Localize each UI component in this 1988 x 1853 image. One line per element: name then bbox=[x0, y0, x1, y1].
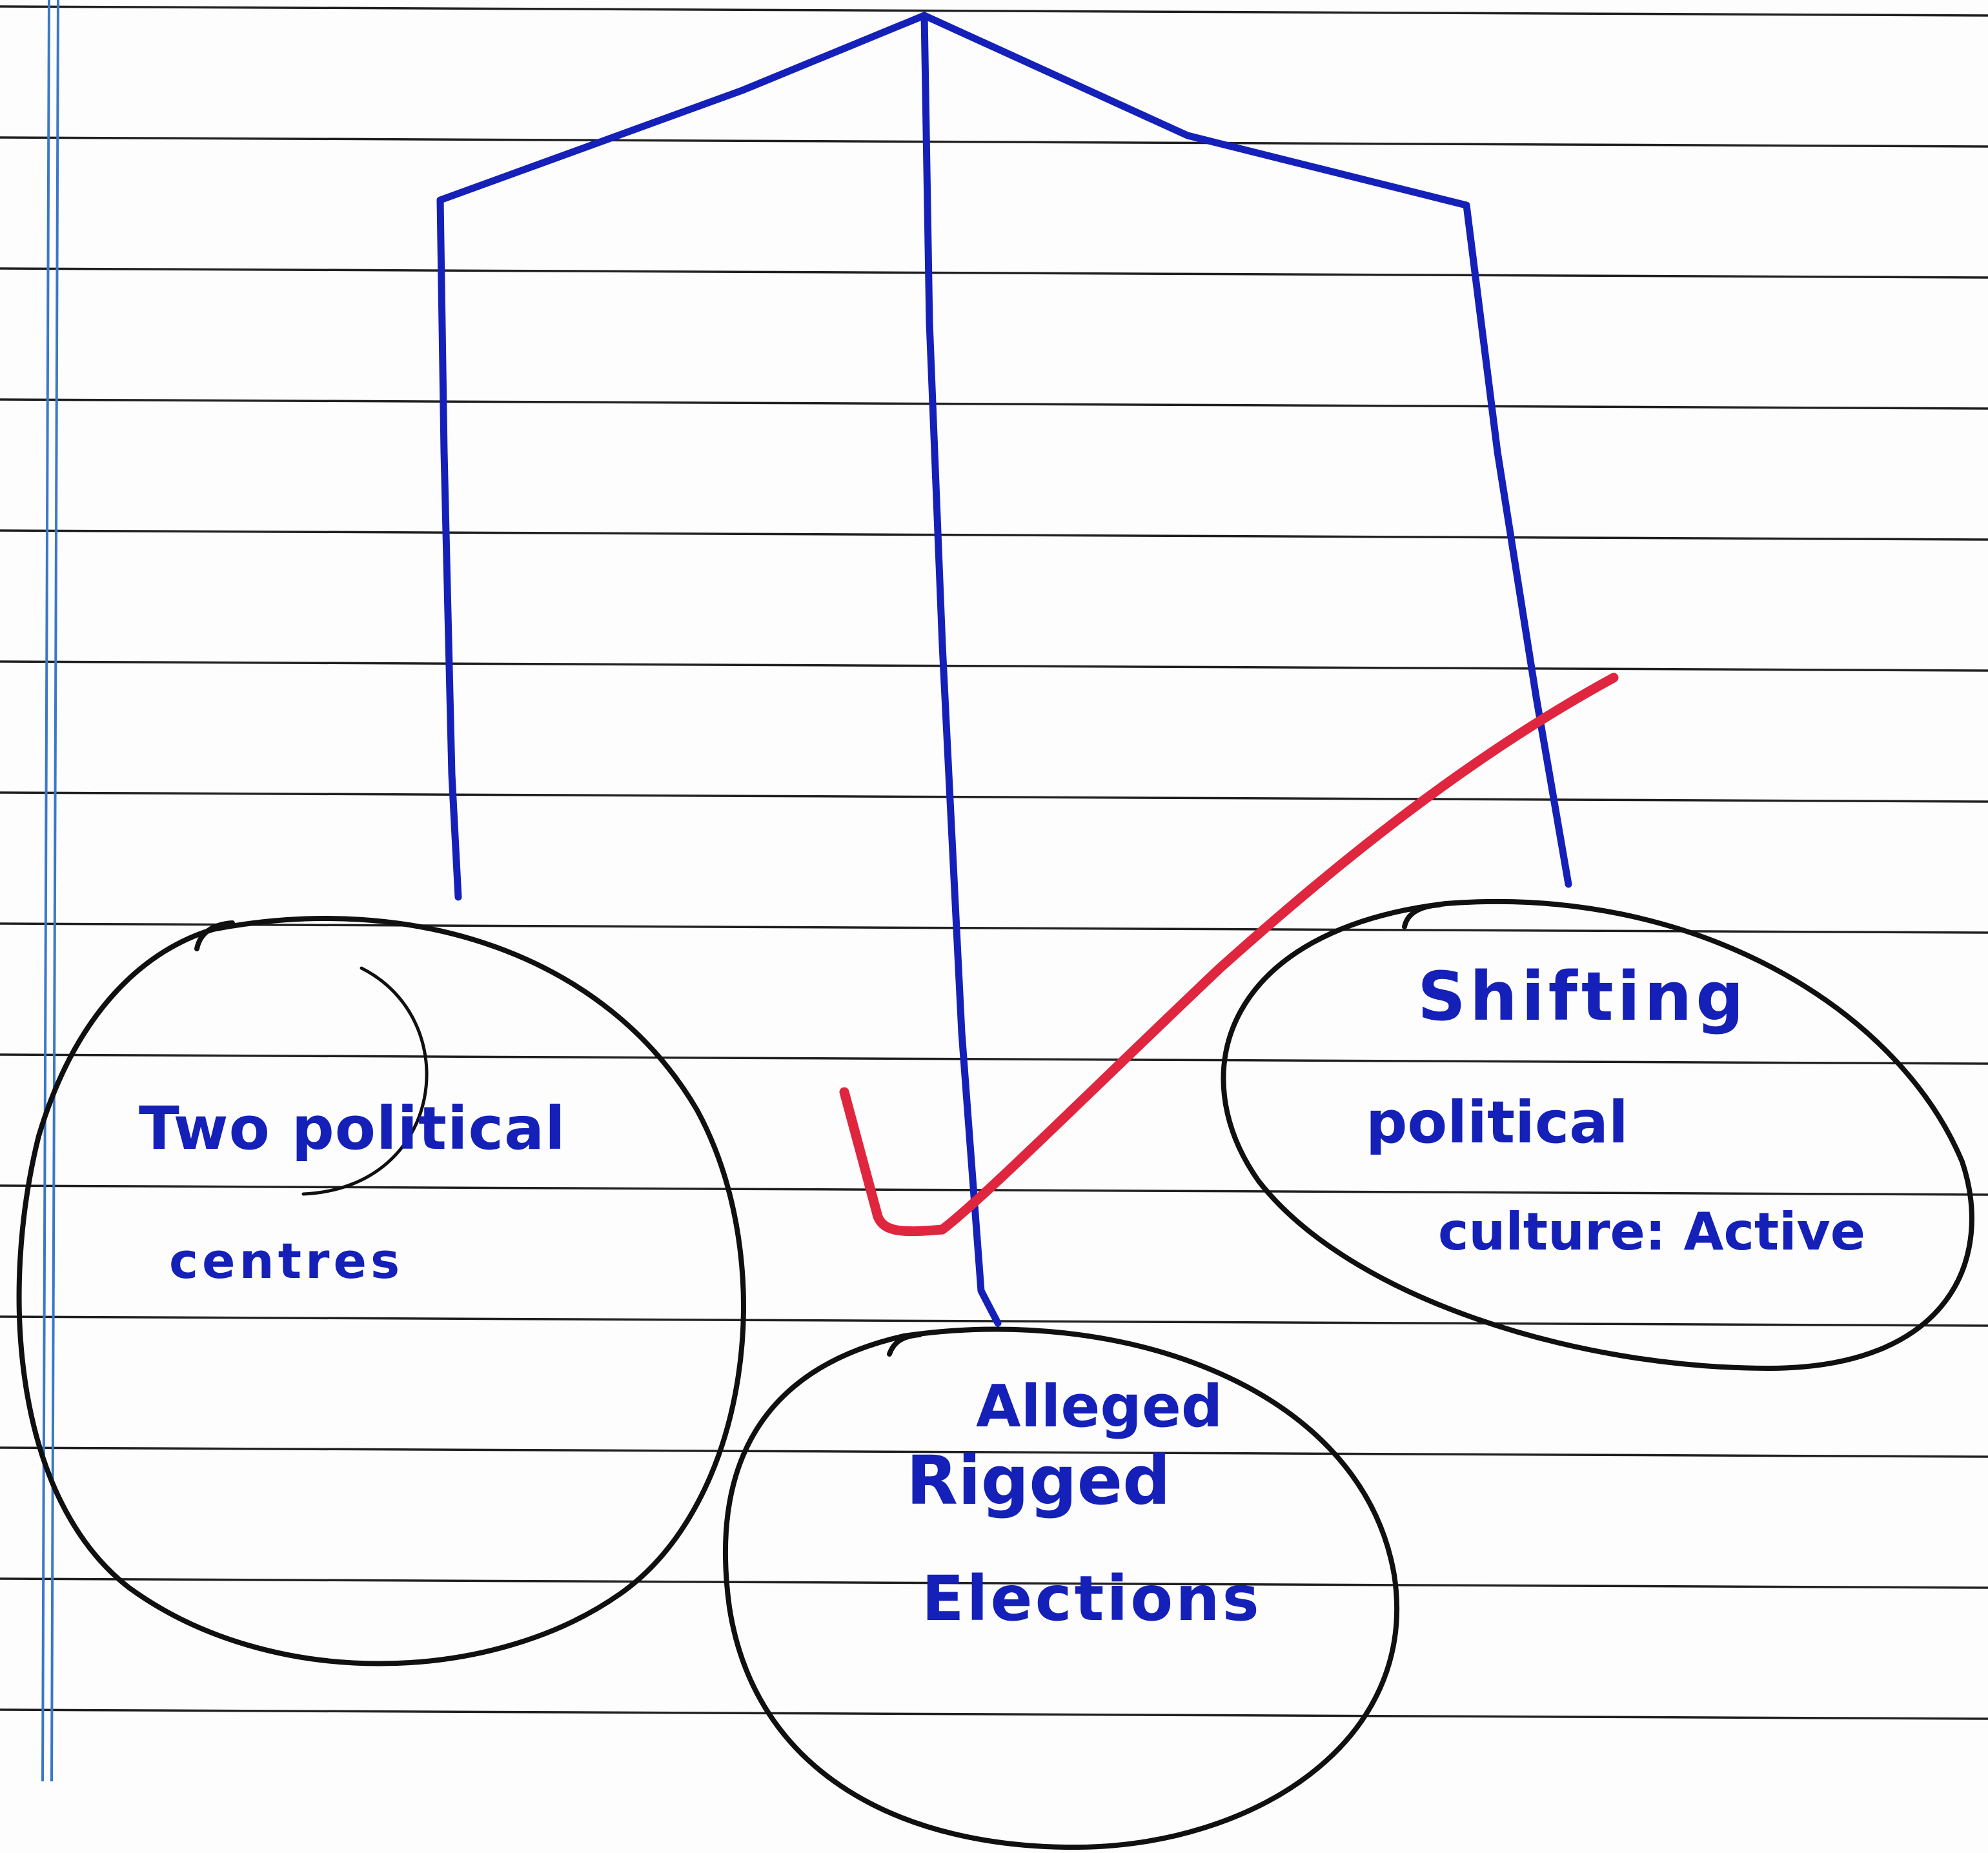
ruled-line bbox=[0, 922, 1988, 934]
ruled-line bbox=[0, 398, 1988, 410]
node-two-centres-line-2: centres bbox=[169, 1232, 403, 1290]
ruled-line bbox=[0, 791, 1988, 803]
ruled-line bbox=[0, 1577, 1988, 1589]
ruled-line bbox=[0, 5, 1988, 17]
bubble-two-centres bbox=[16, 915, 746, 1666]
node-two-centres: Two political centres bbox=[139, 1094, 566, 1290]
node-political-culture-line-1: Shifting bbox=[1417, 957, 1748, 1036]
ruled-line bbox=[0, 267, 1988, 279]
node-political-culture-line-2: political bbox=[1366, 1089, 1628, 1157]
branch-center bbox=[920, 12, 1002, 1327]
node-two-centres-line-1: Two political bbox=[139, 1094, 566, 1163]
branch-right bbox=[920, 12, 1572, 888]
ruled-line bbox=[0, 1053, 1988, 1065]
node-rigged-elections: Alleged Rigged Elections bbox=[906, 1373, 1262, 1635]
ruled-line bbox=[0, 660, 1988, 672]
check-mark bbox=[839, 673, 1619, 1237]
bubble-political-culture bbox=[1221, 898, 1974, 1372]
ruled-line bbox=[0, 1446, 1988, 1458]
bubbles bbox=[16, 898, 1974, 1850]
ruled-line bbox=[0, 529, 1988, 541]
node-political-culture-line-3: culture: Active bbox=[1438, 1202, 1865, 1262]
node-political-culture: Shifting political culture: Active bbox=[1366, 957, 1865, 1262]
ruled-line bbox=[0, 1708, 1988, 1720]
node-rigged-elections-line-1: Alleged bbox=[976, 1373, 1222, 1441]
node-rigged-elections-line-3: Elections bbox=[922, 1563, 1262, 1635]
ruled-lines bbox=[0, 5, 1988, 1720]
margin-line bbox=[41, 0, 59, 1782]
bubble-rigged-elections bbox=[723, 1326, 1400, 1850]
branch-connectors bbox=[436, 12, 1572, 1327]
branch-left bbox=[436, 12, 928, 901]
ruled-line bbox=[0, 136, 1988, 148]
node-rigged-elections-line-2: Rigged bbox=[906, 1441, 1171, 1520]
